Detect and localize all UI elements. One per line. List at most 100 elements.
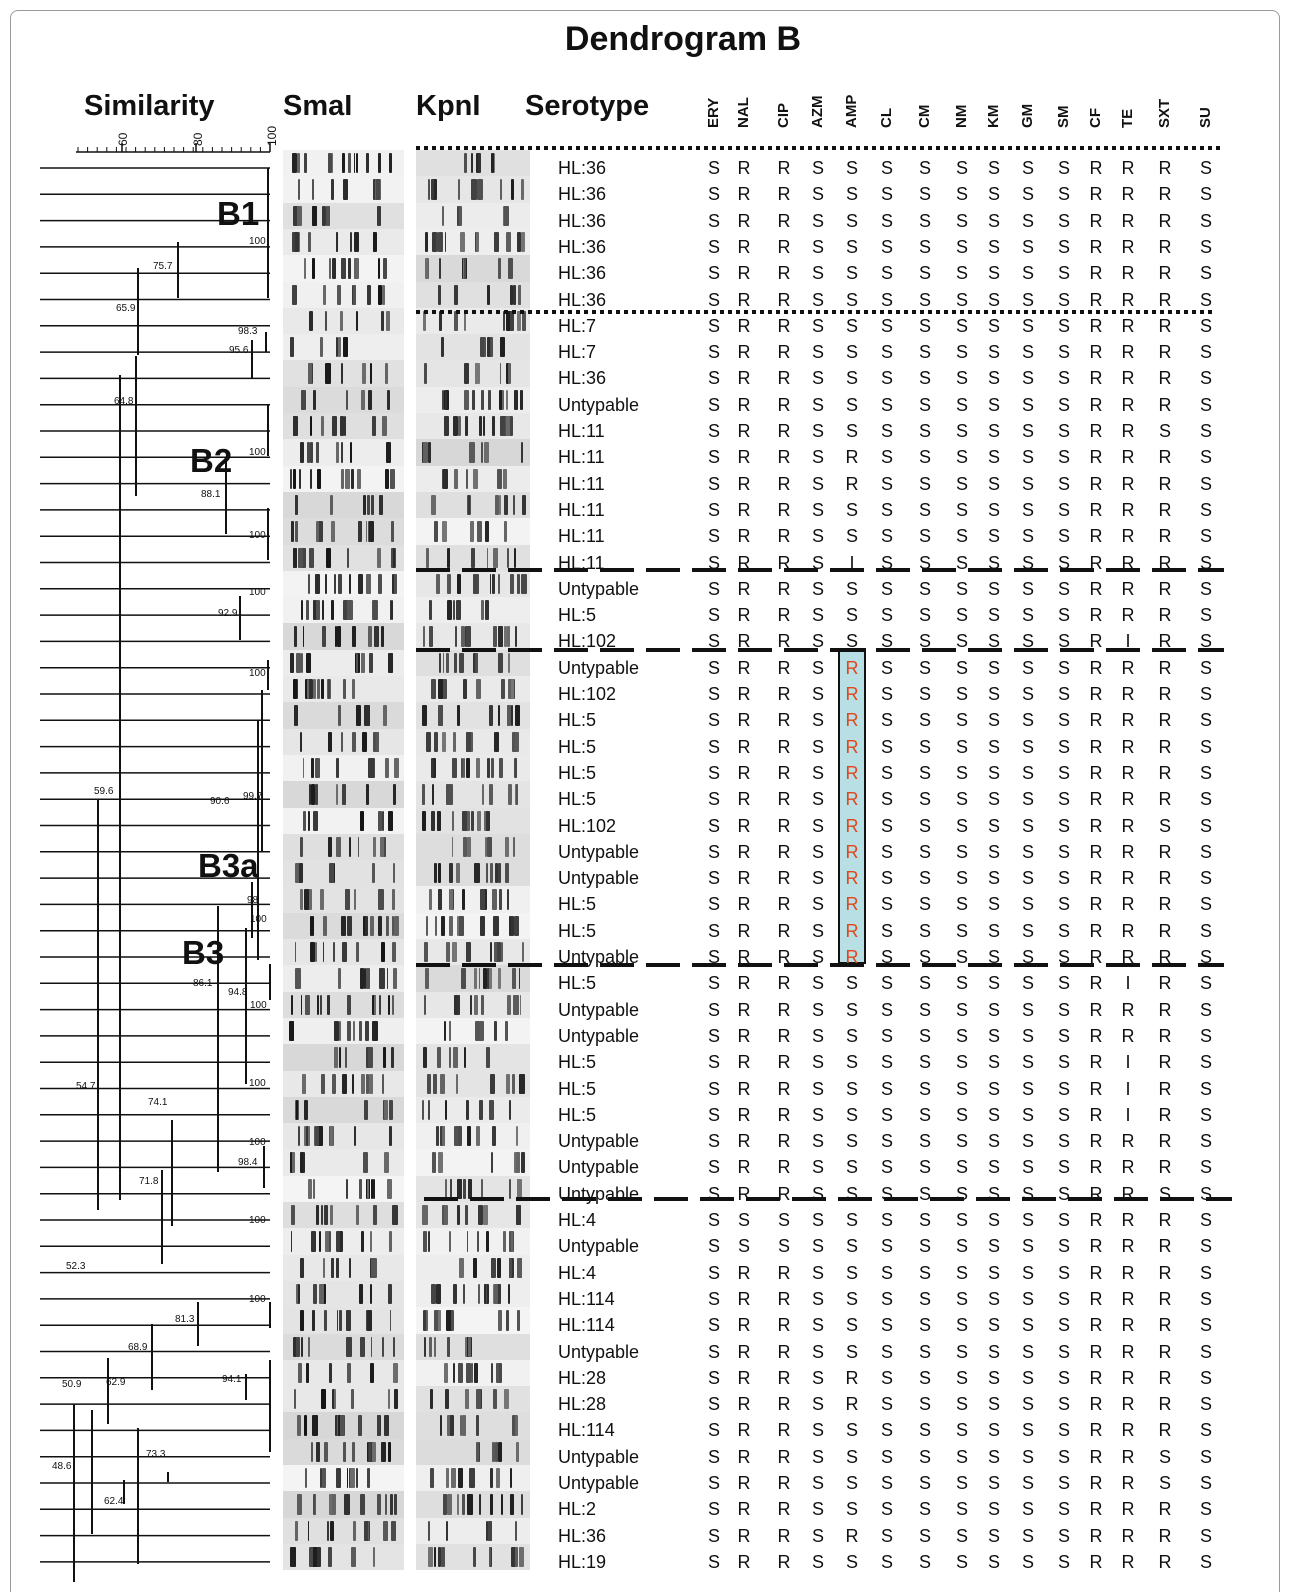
resistance-cell-amp: R bbox=[845, 894, 859, 915]
resistance-cell-azm: S bbox=[811, 289, 824, 310]
gel-lane bbox=[416, 781, 530, 808]
gel-band bbox=[489, 1468, 493, 1489]
kpni-header: KpnI bbox=[416, 90, 481, 122]
gel-band bbox=[489, 784, 494, 805]
gel-band bbox=[495, 494, 500, 516]
gel-band bbox=[292, 153, 298, 174]
gel-band bbox=[357, 573, 363, 595]
resistance-cell-nal: R bbox=[737, 578, 751, 599]
gel-band bbox=[442, 1126, 446, 1147]
gel-band bbox=[372, 1205, 377, 1226]
resistance-cell-nal: R bbox=[737, 762, 751, 783]
gel-band bbox=[317, 521, 324, 542]
resistance-cell-te: R bbox=[1121, 605, 1135, 626]
gel-lane bbox=[283, 413, 404, 440]
gel-band bbox=[344, 1494, 350, 1515]
gel-band bbox=[371, 494, 375, 516]
gel-band bbox=[368, 389, 373, 411]
serotype-cell: HL:5 bbox=[558, 894, 597, 915]
resistance-cell-gm: S bbox=[1021, 184, 1034, 205]
resistance-cell-sxt: R bbox=[1158, 605, 1172, 626]
gel-band bbox=[373, 994, 377, 1015]
resistance-cell-su: S bbox=[1199, 1525, 1212, 1546]
resistance-cell-nm: S bbox=[955, 184, 968, 205]
gel-band bbox=[521, 310, 527, 332]
resistance-cell-nal: R bbox=[737, 1025, 751, 1046]
resistance-cell-cl: S bbox=[880, 973, 893, 994]
gel-band bbox=[497, 1441, 503, 1463]
resistance-cell-cf: R bbox=[1089, 868, 1103, 889]
node-value: 100 bbox=[249, 530, 266, 541]
resistance-cell-su: S bbox=[1199, 684, 1212, 704]
resistance-cell-sm: S bbox=[1057, 210, 1070, 231]
gel-band bbox=[359, 1178, 363, 1200]
resistance-cell-azm: S bbox=[811, 710, 824, 731]
node-value: 100 bbox=[249, 1215, 266, 1226]
resistance-cell-nm: S bbox=[955, 920, 968, 941]
resistance-cell-sm: S bbox=[1057, 447, 1070, 468]
resistance-cell-te: R bbox=[1121, 236, 1135, 257]
gel-lane bbox=[283, 255, 404, 282]
gel-band bbox=[326, 994, 331, 1015]
resistance-cell-cf: R bbox=[1089, 1525, 1103, 1546]
gel-band bbox=[336, 1257, 339, 1278]
resistance-cell-su: S bbox=[1199, 421, 1212, 441]
gel-band bbox=[436, 1283, 442, 1305]
gel-lane bbox=[283, 228, 404, 256]
resistance-cell-su: S bbox=[1199, 158, 1212, 178]
gel-band bbox=[328, 836, 332, 858]
resistance-cell-amp: R bbox=[845, 1525, 859, 1546]
gel-band bbox=[294, 1389, 296, 1410]
gel-band bbox=[452, 1283, 458, 1305]
gel-band bbox=[332, 1494, 337, 1515]
resistance-cell-km: S bbox=[987, 841, 1000, 862]
resistance-cell-su: S bbox=[1199, 289, 1212, 310]
gel-band bbox=[348, 153, 352, 174]
resistance-cell-amp: R bbox=[845, 762, 859, 783]
gel-band bbox=[507, 784, 512, 805]
gel-band bbox=[497, 258, 502, 279]
resistance-cell-sxt: S bbox=[1158, 1473, 1171, 1493]
resistance-cell-cm: S bbox=[918, 1104, 931, 1125]
gel-band bbox=[365, 1047, 370, 1068]
resistance-cell-cl: S bbox=[880, 1551, 893, 1572]
resistance-cell-cm: S bbox=[918, 342, 931, 363]
gel-band bbox=[488, 705, 494, 726]
resistance-cell-gm: S bbox=[1021, 841, 1034, 862]
gel-band bbox=[491, 416, 494, 437]
gel-band bbox=[485, 836, 487, 858]
gel-band bbox=[310, 915, 315, 937]
gel-band bbox=[377, 258, 380, 279]
gel-band bbox=[481, 1178, 483, 1200]
resistance-cell-te: R bbox=[1121, 1288, 1135, 1309]
resistance-cell-su: S bbox=[1199, 1288, 1212, 1309]
resistance-cell-km: S bbox=[987, 1473, 1000, 1493]
gel-band bbox=[367, 1441, 374, 1463]
resistance-cell-nal: R bbox=[737, 1078, 751, 1099]
gel-band bbox=[380, 310, 385, 332]
gel-band bbox=[297, 547, 304, 568]
resistance-cell-km: S bbox=[987, 447, 1000, 468]
gel-band bbox=[430, 1468, 435, 1489]
resistance-cell-ery: S bbox=[707, 1025, 720, 1046]
gel-lane bbox=[416, 228, 530, 256]
gel-band bbox=[483, 968, 487, 989]
gel-band bbox=[385, 468, 389, 489]
resistance-cell-azm: S bbox=[811, 815, 824, 836]
resistance-cell-sm: S bbox=[1057, 1420, 1070, 1441]
gel-band bbox=[466, 942, 471, 963]
resistance-cell-te: R bbox=[1121, 184, 1135, 205]
serotype-cell: HL:19 bbox=[558, 1551, 607, 1572]
node-value: 52.3 bbox=[66, 1261, 86, 1272]
gel-band bbox=[504, 836, 509, 858]
resistance-cell-nm: S bbox=[955, 578, 968, 599]
resistance-cell-azm: S bbox=[811, 394, 824, 415]
gel-lane bbox=[283, 1070, 404, 1097]
gel-band bbox=[302, 757, 305, 779]
gel-band bbox=[485, 521, 490, 542]
resistance-cell-gm: S bbox=[1021, 499, 1034, 520]
gel-band bbox=[506, 889, 510, 910]
gel-band bbox=[438, 231, 443, 253]
resistance-cell-su: S bbox=[1199, 1499, 1212, 1520]
gel-band bbox=[320, 889, 325, 910]
